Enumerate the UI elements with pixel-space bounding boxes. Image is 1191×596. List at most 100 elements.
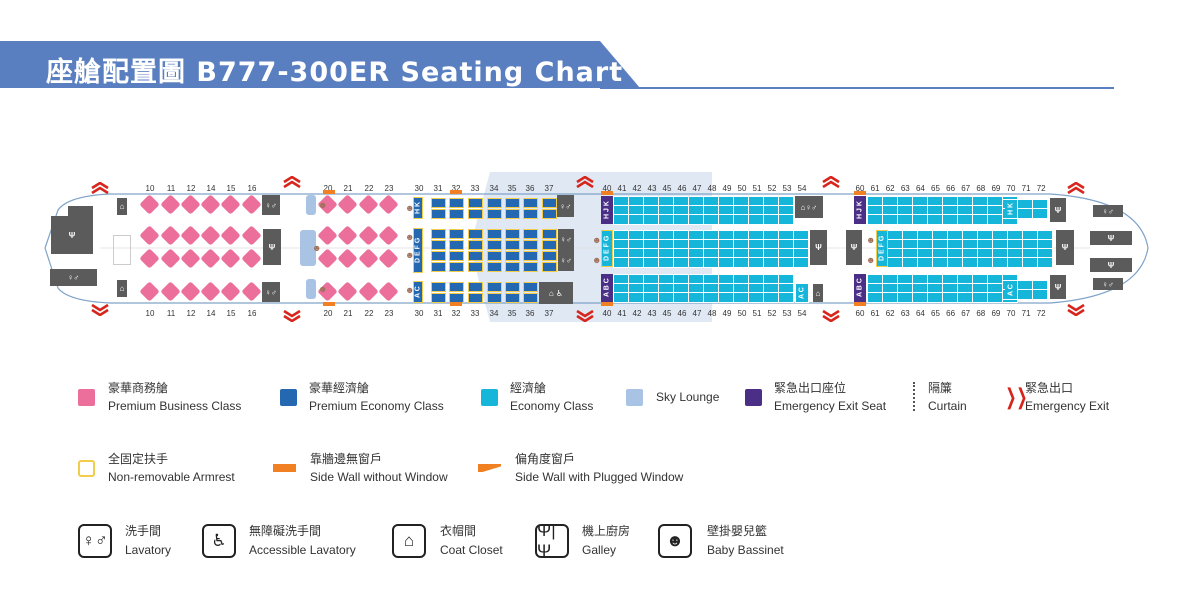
- economy-seat[interactable]: [673, 248, 689, 259]
- economy-seat[interactable]: [778, 214, 794, 225]
- premium-economy-seat[interactable]: [449, 240, 464, 250]
- economy-seat[interactable]: [613, 205, 629, 216]
- economy-seat[interactable]: [1022, 230, 1038, 241]
- economy-seat[interactable]: [613, 214, 629, 225]
- economy-seat[interactable]: [902, 239, 918, 250]
- economy-seat[interactable]: [972, 205, 988, 216]
- premium-economy-seat[interactable]: [468, 282, 483, 292]
- economy-seat[interactable]: [917, 257, 933, 268]
- premium-economy-seat[interactable]: [431, 262, 446, 272]
- economy-seat[interactable]: [1017, 289, 1033, 300]
- economy-seat[interactable]: [643, 292, 659, 303]
- economy-seat[interactable]: [867, 214, 883, 225]
- premium-economy-seat[interactable]: [468, 251, 483, 261]
- economy-seat[interactable]: [613, 274, 629, 285]
- economy-seat[interactable]: [643, 248, 659, 259]
- premium-economy-seat[interactable]: [505, 293, 520, 303]
- premium-economy-seat[interactable]: [487, 262, 502, 272]
- economy-seat[interactable]: [688, 292, 704, 303]
- economy-seat[interactable]: [867, 196, 883, 207]
- economy-seat[interactable]: [882, 283, 898, 294]
- economy-seat[interactable]: [1037, 257, 1053, 268]
- economy-seat[interactable]: [912, 292, 928, 303]
- economy-seat[interactable]: [917, 248, 933, 259]
- economy-seat[interactable]: [628, 230, 644, 241]
- premium-economy-seat[interactable]: [468, 262, 483, 272]
- economy-seat[interactable]: [688, 196, 704, 207]
- economy-seat[interactable]: [733, 248, 749, 259]
- economy-seat[interactable]: [673, 257, 689, 268]
- economy-seat[interactable]: [763, 196, 779, 207]
- economy-seat[interactable]: [957, 205, 973, 216]
- economy-seat[interactable]: [887, 239, 903, 250]
- economy-seat[interactable]: [1032, 289, 1048, 300]
- economy-seat[interactable]: [658, 248, 674, 259]
- premium-economy-seat[interactable]: [431, 198, 446, 208]
- economy-seat[interactable]: [927, 292, 943, 303]
- economy-seat[interactable]: [1032, 199, 1048, 210]
- economy-seat[interactable]: [992, 239, 1008, 250]
- economy-seat[interactable]: [1007, 239, 1023, 250]
- premium-economy-seat[interactable]: [505, 229, 520, 239]
- economy-seat[interactable]: [927, 274, 943, 285]
- economy-seat[interactable]: [673, 239, 689, 250]
- economy-seat[interactable]: [957, 292, 973, 303]
- economy-seat[interactable]: [658, 230, 674, 241]
- premium-economy-seat[interactable]: [468, 240, 483, 250]
- economy-seat[interactable]: [748, 274, 764, 285]
- premium-economy-seat[interactable]: [431, 251, 446, 261]
- premium-economy-seat[interactable]: [542, 209, 557, 219]
- economy-seat[interactable]: [703, 239, 719, 250]
- economy-seat[interactable]: [613, 239, 629, 250]
- economy-seat[interactable]: [912, 196, 928, 207]
- economy-seat[interactable]: [882, 274, 898, 285]
- economy-seat[interactable]: [718, 230, 734, 241]
- economy-seat[interactable]: [628, 283, 644, 294]
- economy-seat[interactable]: [733, 283, 749, 294]
- economy-seat[interactable]: [628, 205, 644, 216]
- economy-seat[interactable]: [927, 214, 943, 225]
- economy-seat[interactable]: [628, 274, 644, 285]
- economy-seat[interactable]: [688, 230, 704, 241]
- economy-seat[interactable]: [932, 239, 948, 250]
- economy-seat[interactable]: [613, 230, 629, 241]
- economy-seat[interactable]: [897, 283, 913, 294]
- economy-seat[interactable]: [942, 214, 958, 225]
- economy-seat[interactable]: [628, 257, 644, 268]
- economy-seat[interactable]: [927, 283, 943, 294]
- economy-seat[interactable]: [867, 292, 883, 303]
- premium-economy-seat[interactable]: [542, 229, 557, 239]
- premium-economy-seat[interactable]: [542, 198, 557, 208]
- economy-seat[interactable]: [977, 239, 993, 250]
- economy-seat[interactable]: [882, 205, 898, 216]
- premium-economy-seat[interactable]: [523, 293, 538, 303]
- economy-seat[interactable]: [1007, 230, 1023, 241]
- economy-seat[interactable]: [613, 283, 629, 294]
- economy-seat[interactable]: [613, 257, 629, 268]
- economy-seat[interactable]: [748, 283, 764, 294]
- economy-seat[interactable]: [778, 205, 794, 216]
- economy-seat[interactable]: [733, 230, 749, 241]
- economy-seat[interactable]: [987, 196, 1003, 207]
- premium-economy-seat[interactable]: [449, 229, 464, 239]
- premium-economy-seat[interactable]: [523, 229, 538, 239]
- economy-seat[interactable]: [763, 292, 779, 303]
- economy-seat[interactable]: [1037, 239, 1053, 250]
- economy-seat[interactable]: [957, 214, 973, 225]
- economy-seat[interactable]: [688, 214, 704, 225]
- economy-seat[interactable]: [1022, 239, 1038, 250]
- economy-seat[interactable]: [643, 214, 659, 225]
- economy-seat[interactable]: [902, 257, 918, 268]
- economy-seat[interactable]: [1007, 248, 1023, 259]
- premium-economy-seat[interactable]: [505, 251, 520, 261]
- economy-seat[interactable]: [748, 196, 764, 207]
- economy-seat[interactable]: [778, 230, 794, 241]
- economy-seat[interactable]: [882, 214, 898, 225]
- economy-seat[interactable]: [658, 274, 674, 285]
- premium-economy-seat[interactable]: [487, 282, 502, 292]
- economy-seat[interactable]: [927, 196, 943, 207]
- economy-seat[interactable]: [688, 274, 704, 285]
- premium-economy-seat[interactable]: [523, 198, 538, 208]
- economy-seat[interactable]: [658, 214, 674, 225]
- economy-seat[interactable]: [778, 283, 794, 294]
